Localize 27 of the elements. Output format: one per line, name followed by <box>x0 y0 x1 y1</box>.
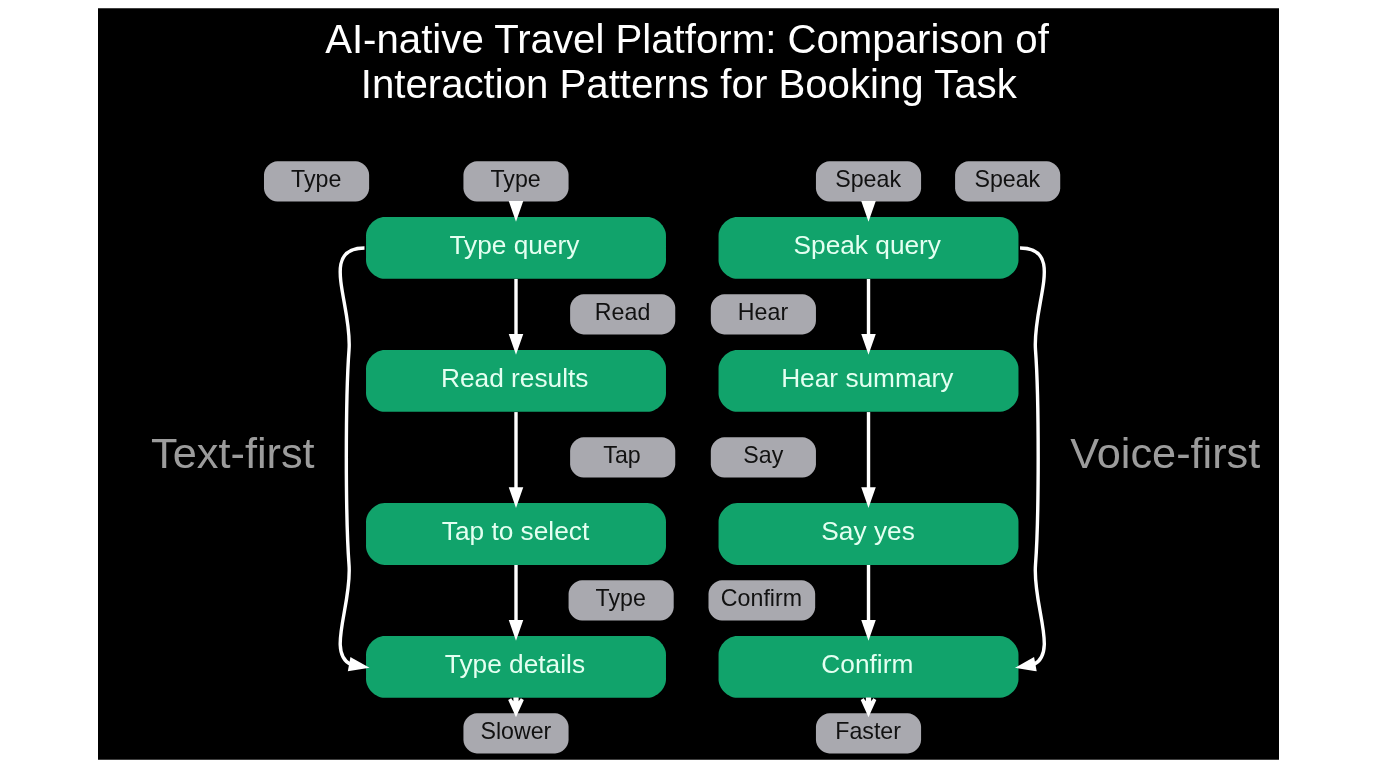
node-box: Read results <box>365 350 666 412</box>
node-box: Hear <box>710 294 816 335</box>
arrow <box>508 278 523 355</box>
node-box: Hear summary <box>718 350 1018 412</box>
node-box: Confirm <box>708 580 815 621</box>
arrow <box>508 412 523 508</box>
arrow <box>860 278 876 355</box>
arrow <box>1014 246 1046 672</box>
node-box: Say yes <box>718 503 1018 565</box>
node-box: Slower <box>462 713 569 754</box>
node-box: Tap <box>569 437 675 478</box>
node-box: Tap to select <box>365 503 666 565</box>
diagram-title: AI-native Travel Platform: Comparison of Interaction Patterns for Booking Task <box>324 16 1049 107</box>
node-box: Type <box>568 580 674 621</box>
label: Text-first <box>150 429 315 478</box>
node-box: Read <box>569 294 675 335</box>
arrow <box>860 565 876 641</box>
arrow <box>338 246 370 672</box>
node-box: Say <box>710 437 816 478</box>
node-box: Faster <box>815 713 921 754</box>
node-box: Type query <box>365 217 666 279</box>
label: Voice-first <box>1069 429 1260 478</box>
node-box: Speak <box>954 161 1060 202</box>
node-box: Speak query <box>718 217 1018 279</box>
arrow <box>860 412 876 508</box>
arrow <box>508 565 523 641</box>
node-box: Type <box>263 161 369 202</box>
